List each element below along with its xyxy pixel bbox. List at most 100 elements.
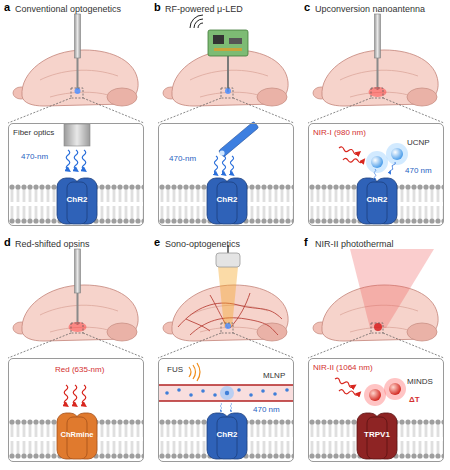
inset-label: Fiber optics [13, 128, 54, 138]
light-wave [230, 403, 231, 411]
brain-illustration [13, 285, 138, 341]
brain-illustration [163, 50, 288, 106]
wireless-signal [190, 15, 203, 28]
panel-letter: d [4, 236, 11, 248]
nir-wave [334, 377, 354, 388]
panel-title: Conventional optogenetics [15, 3, 121, 15]
nanoparticles [165, 388, 289, 397]
zoom-inset: FUS MLNP 470 nm ChR2 [158, 358, 294, 462]
light-wave [389, 162, 396, 174]
red-wave [82, 385, 86, 405]
light-wave [222, 156, 225, 174]
inset-label: Red (635-nm) [55, 365, 104, 375]
inset-label: FUS [167, 365, 183, 375]
inset-label: 470 nm [405, 166, 432, 176]
inset-art [9, 124, 143, 224]
light-wave [374, 169, 376, 179]
ion-channel: ChR2 [55, 176, 99, 226]
nir-wave [339, 146, 359, 155]
optical-fiber [75, 249, 81, 325]
inset-label: NIR-II (1064 nm) [313, 363, 373, 373]
ion-channel: ChRmine [55, 411, 99, 461]
channel-name: ChR2 [205, 195, 249, 205]
light-wave [66, 150, 70, 170]
particle-glow [386, 143, 408, 165]
channel-name: ChR2 [205, 430, 249, 440]
ion-channel: ChR2 [355, 176, 399, 226]
chip [213, 35, 224, 44]
panel-letter: c [304, 1, 310, 13]
panel-letter: a [4, 1, 10, 13]
inset-label: 470-nm [21, 152, 48, 162]
inset-art [159, 121, 293, 224]
zoom-inset: Fiber optics 470-nmChR2 [8, 123, 144, 226]
zoom-lines [158, 88, 294, 123]
blood-vessel [159, 385, 293, 401]
panel-art [158, 15, 294, 224]
inset-label: MINDS [407, 377, 433, 387]
channel-name: TRPV1 [355, 430, 399, 440]
particle-glow [384, 378, 406, 400]
nanoparticle [391, 148, 403, 160]
inset-art [309, 377, 443, 459]
light-wave [230, 156, 233, 174]
inset-art [159, 363, 293, 459]
zoom-inset: NIR-I (980 nm) UCNP 470 nm ChR2 [308, 123, 444, 226]
ion-channel: ChR2 [205, 176, 249, 226]
light-spot [75, 88, 81, 94]
vessel-wall [159, 400, 293, 402]
circuit-trace [214, 48, 242, 51]
light-spot [225, 323, 231, 329]
vessel-wall [159, 384, 293, 386]
ion-channel: ChR2 [205, 411, 249, 461]
panel-title: Upconversion nanoantenna [315, 3, 425, 15]
heat-spot [374, 323, 382, 331]
inset-label: MLNP [263, 371, 285, 381]
panel-title: NIR-II photothermal [315, 238, 394, 250]
brain-illustration [313, 50, 438, 106]
zoom-lines [8, 88, 144, 123]
ultrasound-arcs [189, 363, 200, 381]
ultrasound-transducer [216, 253, 240, 267]
red-wave [64, 385, 68, 405]
light-spot [225, 88, 231, 94]
optical-fiber [75, 14, 81, 90]
rf-board [208, 30, 248, 56]
fiber-tip [64, 124, 90, 146]
inset-label: ΔT [409, 395, 420, 405]
inset-art [309, 143, 443, 224]
inset-label: NIR-I (980 nm) [313, 128, 366, 138]
panel-art [8, 249, 144, 459]
red-wave [73, 385, 77, 405]
optical-fiber [375, 14, 381, 90]
particle-glow [366, 151, 388, 173]
light-wave [74, 150, 78, 170]
zoom-inset: 470-nmChR2 [158, 123, 294, 226]
panel-title: RF-powered μ-LED [165, 3, 243, 15]
panel-art [158, 245, 294, 459]
panel-art [8, 14, 144, 224]
nanoparticle [371, 156, 383, 168]
inset-label: UCNP [407, 138, 430, 148]
zoom-inset: Red (635-nm) ChRmine [8, 358, 144, 462]
particle-glow [220, 386, 234, 400]
panel-title: Red-shifted opsins [15, 238, 90, 250]
implant-wire [227, 56, 229, 92]
zoom-lines [158, 323, 294, 358]
nir-wave [339, 389, 359, 395]
panel-letter: e [154, 236, 160, 248]
light-wave [214, 156, 217, 174]
panel-letter: f [304, 236, 308, 248]
zoom-lines [308, 88, 444, 123]
inset-label: 470 nm [253, 405, 280, 415]
led-emitter [219, 150, 224, 155]
channel-name: ChRmine [55, 430, 99, 440]
zoom-inset: NIR-II (1064 nm) MINDS ΔT TRPV1 [308, 358, 444, 462]
nir-wave [343, 158, 363, 163]
inset-label: 470-nm [169, 154, 196, 164]
nanoparticle [369, 389, 381, 401]
channel-name: ChR2 [355, 195, 399, 205]
ultrasound-beam [218, 267, 238, 327]
light-wave [82, 150, 86, 170]
